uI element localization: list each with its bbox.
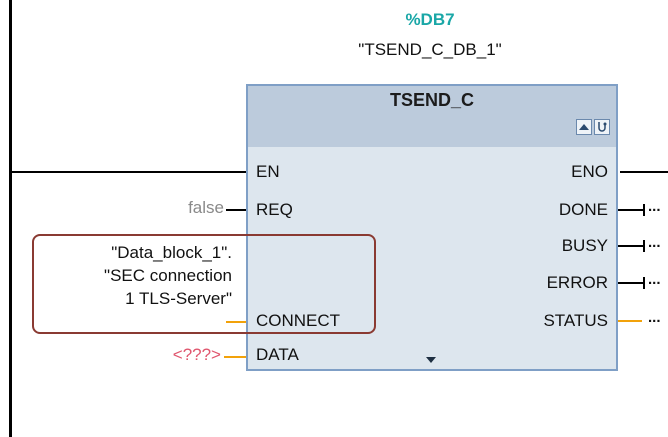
connect-parameter-line: 1 TLS-Server" bbox=[125, 289, 232, 308]
status-wire bbox=[618, 320, 642, 322]
pin-busy[interactable]: BUSY bbox=[561, 236, 608, 255]
done-wire-end bbox=[643, 204, 645, 216]
instance-name-label[interactable]: "TSEND_C_DB_1" bbox=[358, 40, 502, 59]
connect-parameter-line: "Data_block_1". bbox=[111, 243, 232, 262]
power-rail bbox=[9, 0, 12, 437]
pin-done[interactable]: DONE bbox=[558, 200, 608, 219]
rung-wire-left bbox=[12, 171, 248, 173]
tsend-c-block[interactable]: TSEND_C EN REQ CONNECT DATA ENO DONE BUS… bbox=[246, 84, 618, 371]
req-wire bbox=[226, 209, 246, 211]
data-wire bbox=[224, 356, 246, 358]
block-header: TSEND_C bbox=[248, 86, 616, 147]
busy-output-placeholder[interactable]: ... bbox=[648, 234, 661, 251]
expand-block-icon[interactable] bbox=[426, 357, 436, 363]
done-output-placeholder[interactable]: ... bbox=[648, 198, 661, 215]
error-output-placeholder[interactable]: ... bbox=[648, 271, 661, 288]
pin-error[interactable]: ERROR bbox=[546, 273, 608, 292]
busy-wire-end bbox=[643, 240, 645, 252]
connect-parameter[interactable]: "Data_block_1". "SEC connection 1 TLS-Se… bbox=[42, 241, 232, 310]
error-wire-end bbox=[643, 277, 645, 289]
online-icon[interactable] bbox=[576, 119, 592, 135]
pin-connect[interactable]: CONNECT bbox=[256, 311, 341, 330]
pin-en[interactable]: EN bbox=[256, 162, 280, 181]
error-wire bbox=[618, 282, 644, 284]
pin-status[interactable]: STATUS bbox=[543, 311, 608, 330]
done-wire bbox=[618, 209, 644, 211]
req-parameter[interactable]: false bbox=[188, 198, 224, 217]
block-title: TSEND_C bbox=[389, 90, 474, 110]
status-output-placeholder[interactable]: ... bbox=[648, 309, 661, 326]
instance-db-label[interactable]: %DB7 bbox=[405, 10, 455, 29]
data-parameter[interactable]: <???> bbox=[172, 345, 221, 364]
block-header-icons bbox=[576, 119, 610, 135]
connect-wire bbox=[226, 321, 246, 323]
pin-req[interactable]: REQ bbox=[256, 200, 293, 219]
diagnostics-icon[interactable] bbox=[594, 119, 610, 135]
pin-data[interactable]: DATA bbox=[256, 345, 299, 364]
pin-eno[interactable]: ENO bbox=[571, 162, 608, 181]
connect-highlight-frame bbox=[32, 234, 376, 334]
connect-parameter-line: "SEC connection bbox=[104, 266, 232, 285]
rung-wire-right bbox=[620, 171, 668, 173]
busy-wire bbox=[618, 245, 644, 247]
